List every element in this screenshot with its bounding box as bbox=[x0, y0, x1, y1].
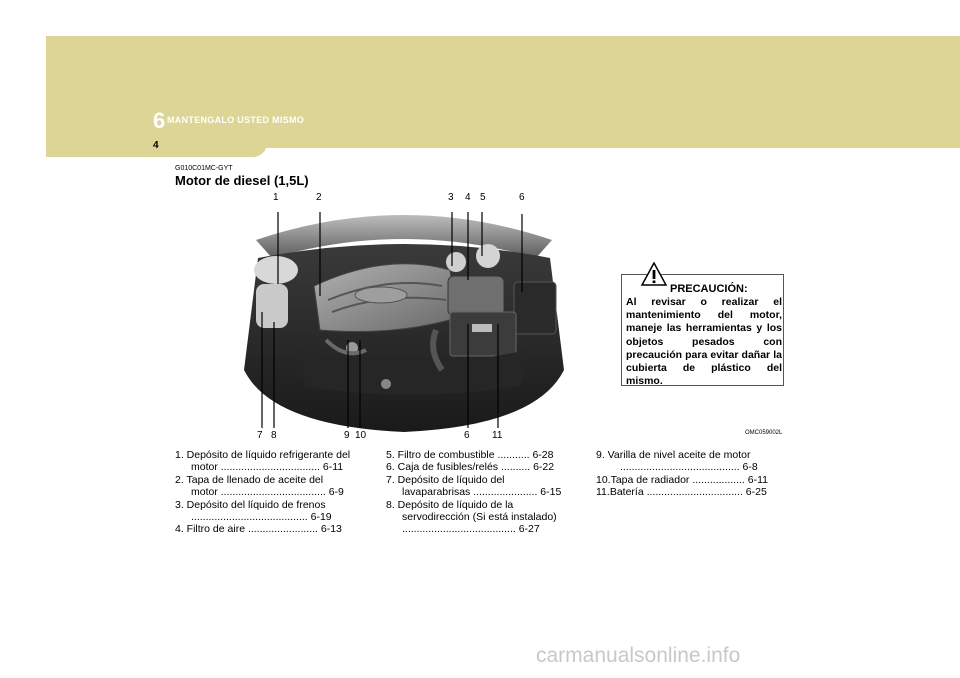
list-item: 1. Depósito de líquido refrigerante del … bbox=[175, 449, 365, 474]
list-item-text: 8. Depósito de líquido de la bbox=[386, 498, 514, 511]
list-item-text: 2. Tapa de llenado de aceite del bbox=[175, 473, 324, 486]
list-item-text: 3. Depósito del líquido de frenos bbox=[175, 498, 326, 511]
list-item: 11.Batería .............................… bbox=[596, 486, 786, 498]
caution-title: PRECAUCIÓN: bbox=[670, 283, 748, 295]
page-number: 4 bbox=[153, 140, 159, 151]
list-item-page: ....................................... … bbox=[402, 523, 540, 536]
parts-list-col3: 9. Varilla de nivel aceite de motor ....… bbox=[596, 449, 786, 499]
callout-10: 10 bbox=[355, 430, 367, 441]
parts-list-col1: 1. Depósito de líquido refrigerante del … bbox=[175, 449, 365, 536]
list-item-page: ........................................… bbox=[191, 511, 332, 524]
list-item-text: 6. Caja de fusibles/relés .......... 6-2… bbox=[386, 461, 555, 474]
list-item: 5. Filtro de combustible ........... 6-2… bbox=[386, 449, 576, 461]
section-code: G010C01MC-GYT bbox=[175, 165, 233, 172]
image-code: OMC059002L bbox=[745, 430, 783, 436]
list-item: 8. Depósito de líquido de la servodirecc… bbox=[386, 499, 576, 536]
chapter-number: 6 bbox=[153, 108, 166, 133]
list-item-page: ........................................… bbox=[620, 461, 758, 474]
list-item: 10.Tapa de radiador .................. 6… bbox=[596, 474, 786, 486]
list-item-text: 10.Tapa de radiador .................. 6… bbox=[596, 473, 768, 486]
list-item-text: 4. Filtro de aire ......................… bbox=[175, 523, 342, 536]
callout-8: 8 bbox=[271, 430, 277, 441]
list-item: 9. Varilla de nivel aceite de motor ....… bbox=[596, 449, 786, 474]
warning-icon bbox=[641, 262, 667, 286]
chapter-title: MANTENGALO USTED MISMO bbox=[167, 115, 305, 125]
callout-2: 2 bbox=[316, 192, 322, 203]
callout-7: 7 bbox=[257, 430, 263, 441]
list-item-text: 11.Batería .............................… bbox=[596, 486, 767, 499]
caution-box: PRECAUCIÓN: Al revisar o realizar el man… bbox=[621, 262, 784, 388]
watermark: carmanualsonline.info bbox=[536, 644, 741, 667]
section-title: Motor de diesel (1,5L) bbox=[175, 173, 309, 188]
list-item-text: 9. Varilla de nivel aceite de motor bbox=[596, 449, 751, 461]
list-item: 3. Depósito del líquido de frenos ......… bbox=[175, 499, 365, 524]
list-item: 4. Filtro de aire ......................… bbox=[175, 523, 365, 535]
callout-4: 4 bbox=[465, 192, 471, 203]
callout-6-bottom: 6 bbox=[464, 430, 470, 441]
header-band bbox=[46, 36, 960, 148]
list-item-text-cont: servodirección (Si está instalado) bbox=[402, 511, 557, 524]
list-item: 6. Caja de fusibles/relés .......... 6-2… bbox=[386, 461, 576, 473]
callout-6-top: 6 bbox=[519, 192, 525, 203]
callout-5: 5 bbox=[480, 192, 486, 203]
callout-1: 1 bbox=[273, 192, 279, 203]
list-item: 7. Depósito de líquido del lavaparabrisa… bbox=[386, 474, 576, 499]
list-item: 2. Tapa de llenado de aceite del motor .… bbox=[175, 474, 365, 499]
caution-text: Al revisar o realizar el mantenimiento d… bbox=[626, 296, 782, 388]
list-item-text: 7. Depósito de líquido del bbox=[386, 473, 505, 486]
engine-bay-illustration bbox=[236, 200, 572, 438]
list-item-text: 1. Depósito de líquido refrigerante del bbox=[175, 449, 351, 461]
callout-11: 11 bbox=[492, 430, 503, 441]
list-item-page: motor ..................................… bbox=[191, 486, 344, 499]
callout-3: 3 bbox=[448, 192, 454, 203]
page-tab bbox=[46, 131, 267, 157]
list-item-text: 5. Filtro de combustible ........... 6-2… bbox=[386, 449, 554, 461]
parts-list-col2: 5. Filtro de combustible ........... 6-2… bbox=[386, 449, 576, 536]
list-item-page: lavaparabrisas ...................... 6-… bbox=[402, 486, 562, 499]
callout-9: 9 bbox=[344, 430, 350, 441]
list-item-page: motor ..................................… bbox=[191, 461, 344, 474]
